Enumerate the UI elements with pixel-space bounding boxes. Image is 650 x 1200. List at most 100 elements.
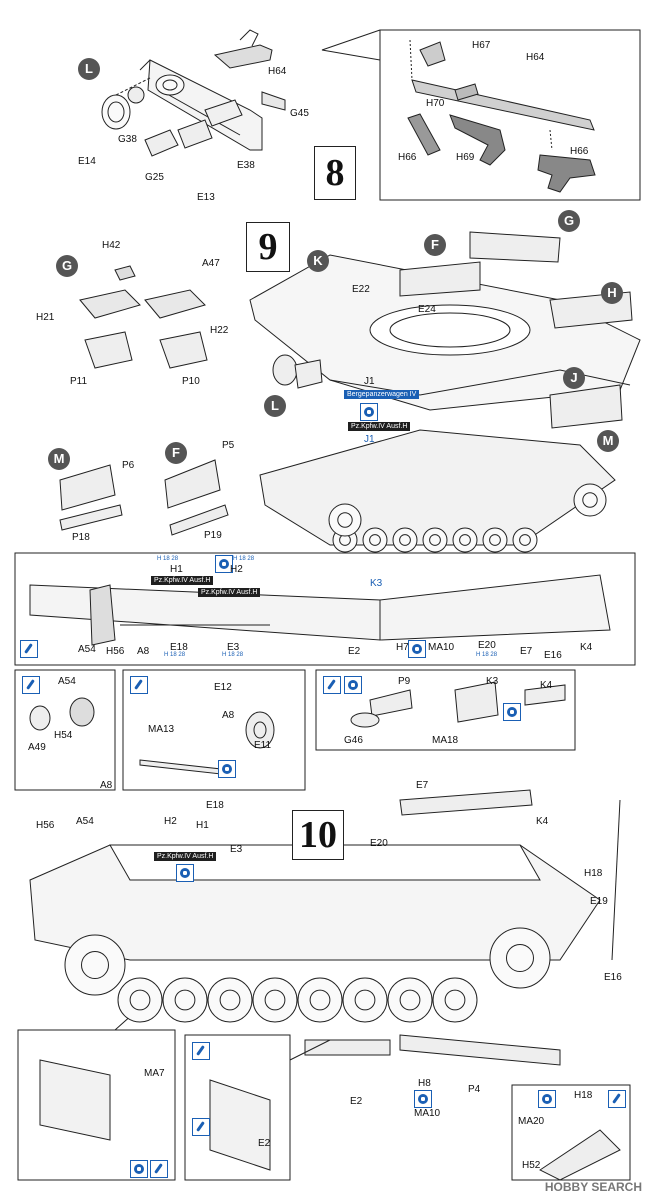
road-wheel-hub [459, 534, 471, 546]
part-label: E16 [544, 650, 562, 661]
part-label: K3 [370, 578, 383, 589]
road-wheel-hub [582, 492, 598, 508]
part-label: H54 [54, 730, 73, 741]
road-wheel-hub [444, 989, 466, 1011]
part-label: A54 [78, 644, 96, 655]
part-label: MA18 [432, 735, 459, 746]
part-label: MA20 [518, 1116, 545, 1127]
scale-note: H 18 28 [233, 556, 255, 562]
part-label: G45 [290, 108, 309, 119]
part-label: MA7 [144, 1068, 165, 1079]
part-label: H64 [526, 52, 545, 63]
option-icon [538, 1090, 556, 1108]
part-label: J1 [364, 376, 375, 387]
variant-tag: Pz.Kpfw.IV Ausf.H [348, 422, 411, 431]
variant-tag: Pz.Kpfw.IV Ausf.H [198, 588, 261, 597]
paint-icon [192, 1042, 210, 1060]
part-label: E38 [237, 160, 255, 171]
part-label: H21 [36, 312, 55, 323]
option-icon [414, 1090, 432, 1108]
part-label: P10 [182, 376, 200, 387]
part-label: E18 [170, 642, 188, 653]
part-label: H66 [570, 146, 589, 157]
paint-icon [22, 676, 40, 694]
sprue-marker-J: J [563, 367, 585, 389]
option-icon [360, 403, 378, 421]
sprue-marker-M: M [48, 448, 70, 470]
part-label: P18 [72, 532, 90, 543]
scale-note: H 18 28 [222, 652, 244, 658]
part-label: E18 [206, 800, 224, 811]
part-label: H7 [396, 642, 409, 653]
part-label: K4 [540, 680, 553, 691]
part-label: E7 [520, 646, 533, 657]
part-label: H1 [170, 564, 183, 575]
part-label: E11 [254, 740, 272, 751]
part-label: H64 [268, 66, 287, 77]
road-wheel-hub [489, 534, 501, 546]
part-label: P9 [398, 676, 411, 687]
part-label: K4 [536, 816, 549, 827]
part-label: MA10 [414, 1108, 441, 1119]
part-label: E22 [352, 284, 370, 295]
part-label: G46 [344, 735, 363, 746]
road-wheel-hub [174, 989, 196, 1011]
part-label: E2 [350, 1096, 363, 1107]
part-label: H22 [210, 325, 229, 336]
road-wheel-hub [429, 534, 441, 546]
part-label: E3 [227, 642, 240, 653]
road-wheel-hub [309, 989, 331, 1011]
variant-tag: Pz.Kpfw.IV Ausf.H [151, 576, 214, 585]
part-label: A8 [137, 646, 150, 657]
part-label: P11 [70, 376, 88, 387]
sprue-marker-G: G [56, 255, 78, 277]
option-icon [130, 1160, 148, 1178]
road-wheel-hub [264, 989, 286, 1011]
part-label: G25 [145, 172, 164, 183]
part-label: A47 [202, 258, 220, 269]
road-wheel-hub [354, 989, 376, 1011]
part-label: H70 [426, 98, 445, 109]
part-label: E13 [197, 192, 215, 203]
road-wheel-hub [219, 989, 241, 1011]
part-label: H42 [102, 240, 121, 251]
road-wheel-hub [399, 534, 411, 546]
option-icon [344, 676, 362, 694]
part-label: K4 [580, 642, 593, 653]
paint-icon [323, 676, 341, 694]
part-label: A54 [58, 676, 76, 687]
part-label: E12 [214, 682, 232, 693]
scale-note: H 18 28 [164, 652, 186, 658]
road-wheel-hub [337, 512, 353, 528]
watermark: HOBBY SEARCH [544, 1180, 642, 1194]
step-number-10: 10 [292, 810, 344, 860]
part-label: E14 [78, 156, 96, 167]
paint-icon [150, 1160, 168, 1178]
scale-note: H 18 28 [157, 556, 179, 562]
part-label: H18 [584, 868, 603, 879]
scale-note: H 18 28 [476, 652, 498, 658]
part-label: P19 [204, 530, 222, 541]
step-number-8: 8 [314, 146, 356, 200]
variant-tag: Bergepanzerwagen IV [344, 390, 420, 399]
part-label: H8 [418, 1078, 431, 1089]
part-label: MA13 [148, 724, 175, 735]
paint-icon [20, 640, 38, 658]
part-label: E2 [258, 1138, 271, 1149]
road-wheel-hub [399, 989, 421, 1011]
part-label: E20 [478, 640, 496, 651]
option-icon [503, 703, 521, 721]
road-wheel-hub [369, 534, 381, 546]
part-label: E7 [416, 780, 429, 791]
sprue-marker-F: F [424, 234, 446, 256]
road-wheel-hub [129, 989, 151, 1011]
part-label: E2 [348, 646, 361, 657]
road-wheel-hub [506, 944, 534, 972]
road-wheel-hub [81, 951, 109, 979]
sprue-marker-M: M [597, 430, 619, 452]
paint-icon [608, 1090, 626, 1108]
part-label: P5 [222, 440, 235, 451]
option-icon [218, 760, 236, 778]
option-icon [176, 864, 194, 882]
